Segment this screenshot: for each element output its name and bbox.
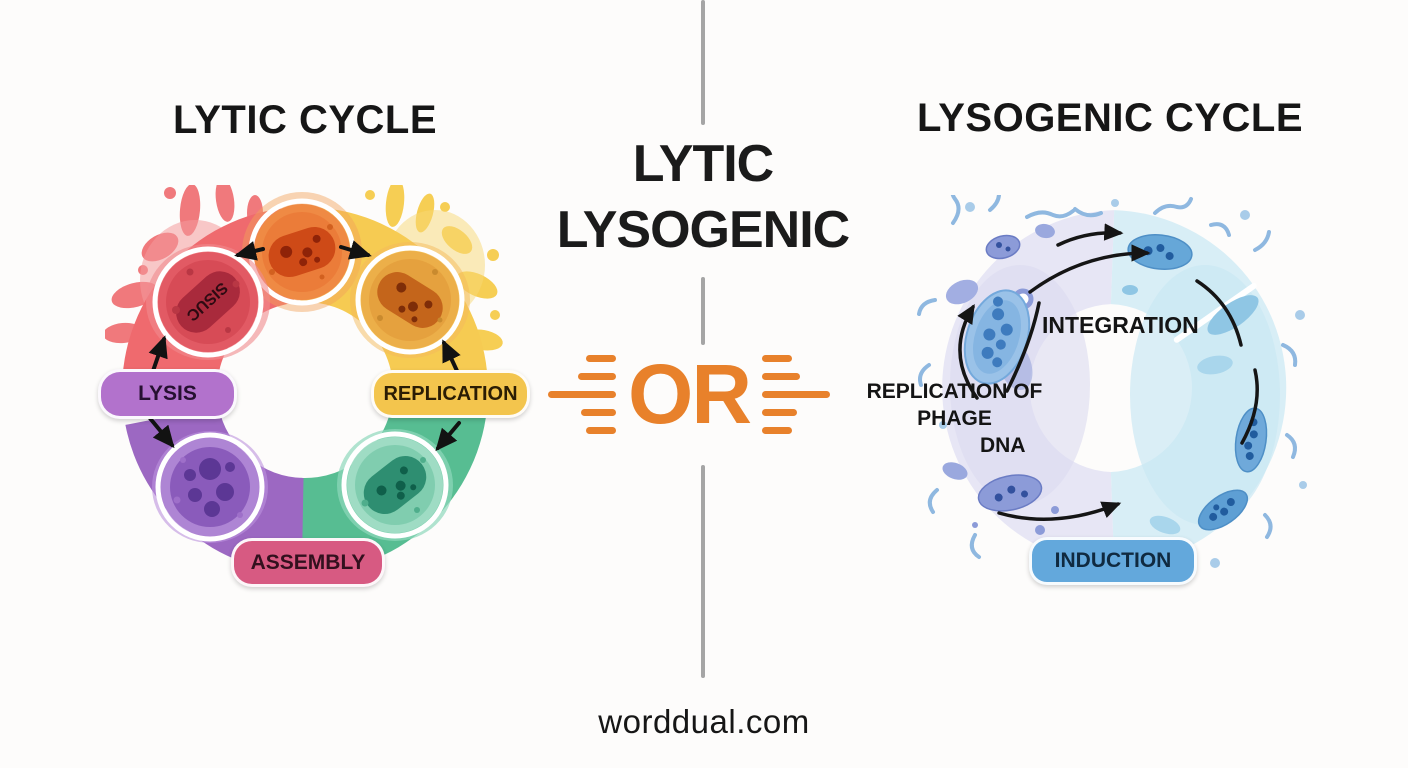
lysogenic-cycle-title: LYSOGENIC CYCLE bbox=[916, 96, 1304, 140]
lysis-label-text: LYSIS bbox=[138, 382, 197, 405]
integration-stage-label: INTEGRATION bbox=[1042, 312, 1199, 338]
watermark: worddual.com bbox=[598, 703, 810, 740]
bacteria-cells-cyan bbox=[1122, 234, 1268, 559]
phage-line: PHAGE bbox=[917, 407, 992, 430]
induction-label-text: INDUCTION bbox=[1054, 549, 1172, 572]
center-heading-line1: LYTIC bbox=[632, 135, 774, 193]
or-graphic: OR bbox=[548, 352, 830, 436]
replication-of-line: REPLICATION OF bbox=[866, 380, 1043, 403]
droplet-decor bbox=[939, 199, 1307, 577]
divider-top-segment bbox=[701, 0, 705, 125]
replication-cell-illustration bbox=[350, 242, 470, 358]
lysis-cell-illustration: SISUC bbox=[146, 244, 270, 360]
prophage-cells-lavender bbox=[942, 223, 1059, 535]
lysis-stage-label: LYSIS bbox=[98, 369, 237, 419]
assembly-stage-label: ASSEMBLY bbox=[231, 538, 385, 587]
replication-label-text: REPLICATION bbox=[383, 382, 518, 405]
induction-stage-label: INDUCTION bbox=[1029, 537, 1197, 585]
lytic-cycle-arrows bbox=[147, 240, 461, 452]
assembly-cell-illustration bbox=[337, 429, 453, 541]
or-speed-lines-right bbox=[762, 354, 830, 434]
or-speed-lines-left bbox=[548, 354, 616, 434]
tendril-decor bbox=[917, 195, 1298, 577]
purple-cell-illustration bbox=[152, 431, 268, 543]
lysogenic-cycle-diagram bbox=[917, 195, 1307, 577]
divider-middle-segment bbox=[701, 277, 705, 345]
center-heading-line2: LYSOGENIC bbox=[556, 201, 851, 259]
replication-of-phage-dna-label: REPLICATION OF PHAGE DNA bbox=[862, 378, 1047, 459]
divider-bottom-segment bbox=[701, 465, 705, 678]
lysogenic-cycle-arrows bbox=[957, 223, 1259, 521]
assembly-label-text: ASSEMBLY bbox=[250, 550, 366, 574]
lytic-cycle-title: LYTIC CYCLE bbox=[172, 98, 438, 142]
center-heading: LYTIC LYSOGENIC bbox=[503, 131, 903, 263]
lytic-cycle-diagram: SISUC bbox=[105, 185, 503, 573]
dna-line: DNA bbox=[980, 434, 1026, 457]
or-text: OR bbox=[628, 347, 752, 441]
replication-stage-label: REPLICATION bbox=[371, 370, 530, 418]
